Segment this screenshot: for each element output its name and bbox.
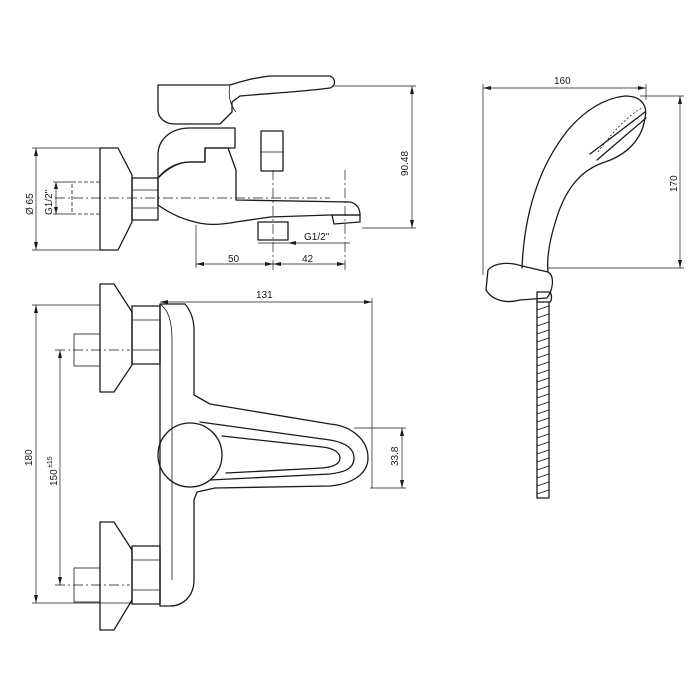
shower-height-label: 170: [669, 175, 680, 192]
height-90-label: 90.48: [400, 151, 411, 176]
faucet-side-view: [55, 75, 361, 270]
hand-shower: [485, 95, 647, 499]
dimension-front-131: 131: [160, 290, 373, 488]
center-150-label: 150: [49, 469, 60, 486]
diameter-label: Ø 65: [25, 193, 36, 215]
dimension-front-150: 150 ±15: [47, 350, 62, 585]
shower-width-label: 160: [554, 76, 571, 87]
outlet-thread-label: G1/2": [304, 232, 330, 243]
inlet-thread-label: G1/2": [44, 189, 55, 215]
center-150-tolerance: ±15: [47, 456, 54, 468]
height-180-label: 180: [24, 449, 35, 466]
dimension-diameter: Ø 65: [25, 147, 100, 251]
dimension-front-33: 33.8: [354, 427, 406, 489]
spacing-42-label: 42: [302, 254, 314, 265]
faucet-front-view: [55, 283, 369, 631]
dimension-outlet-thread: G1/2": [258, 232, 350, 245]
spacing-50-label: 50: [228, 254, 240, 265]
dimension-shower-170: 170: [548, 95, 684, 269]
dimension-inlet-thread: G1/2": [44, 181, 72, 215]
dimension-height-90: 90.48: [332, 85, 416, 229]
dimension-50-42: 50 42: [195, 225, 345, 268]
depth-131-label: 131: [256, 290, 273, 301]
dimension-shower-160: 160: [482, 76, 647, 275]
lever-33-label: 33.8: [390, 446, 401, 466]
dimension-front-180: 180: [24, 304, 132, 604]
